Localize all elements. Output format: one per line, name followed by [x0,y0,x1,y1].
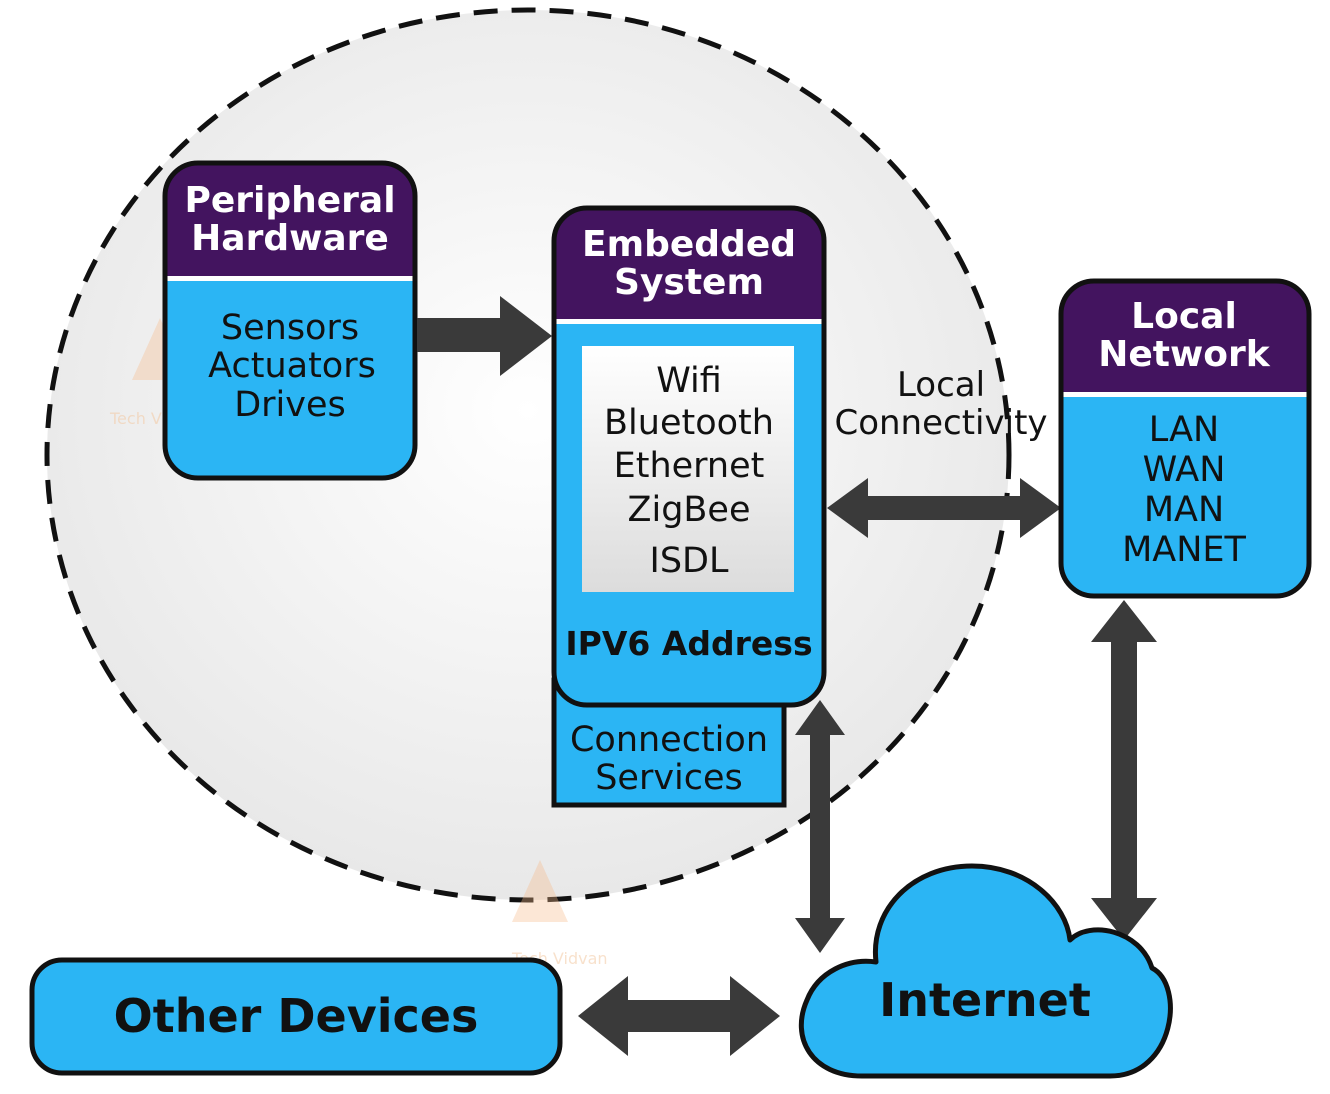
local-network-item-man: MAN [1144,490,1224,530]
arrow-other-devices-internet [578,976,780,1056]
connection-services-line2: Services [595,758,743,798]
local-connectivity-line1: Local [897,365,985,405]
local-network-title-line2: Network [1098,334,1270,375]
local-network-box: Local Network LAN WAN MAN MANET [1058,278,1312,599]
embedded-item-wifi: Wifi [656,361,722,401]
local-network-title-line1: Local [1131,296,1237,337]
connection-services-line1: Connection [570,720,768,760]
local-network-item-lan: LAN [1149,410,1219,450]
peripheral-title-line2: Hardware [191,218,389,259]
embedded-ipv6-address: IPV6 Address [565,624,812,663]
peripheral-item-drives: Drives [234,385,346,425]
other-devices-box: Other Devices [29,957,563,1076]
other-devices-label: Other Devices [114,989,479,1043]
embedded-title-line1: Embedded [582,224,796,265]
embedded-item-isdl: ISDL [650,541,729,581]
embedded-item-zigbee: ZigBee [628,490,751,530]
local-network-item-manet: MANET [1122,530,1246,570]
local-connectivity-line2: Connectivity [834,403,1047,443]
peripheral-hardware-box: Peripheral Hardware Sensors Actuators Dr… [162,160,418,481]
peripheral-item-sensors: Sensors [221,308,359,348]
internet-label: Internet [879,973,1091,1027]
arrow-embedded-internet [795,700,845,953]
embedded-item-bluetooth: Bluetooth [604,403,774,443]
peripheral-title-line1: Peripheral [184,180,395,221]
arrow-local-network-internet [1091,600,1157,940]
local-network-item-wan: WAN [1143,450,1226,490]
arrow-embedded-local-network [827,478,1061,538]
embedded-item-ethernet: Ethernet [614,446,765,486]
arrow-peripheral-to-embedded [417,296,552,376]
embedded-system-box: Embedded System Wifi Bluetooth Ethernet … [551,205,827,708]
embedded-title-line2: System [614,262,764,303]
internet-cloud: Internet [798,863,1173,1079]
peripheral-item-actuators: Actuators [208,346,376,386]
connectivity-panel [582,346,794,592]
